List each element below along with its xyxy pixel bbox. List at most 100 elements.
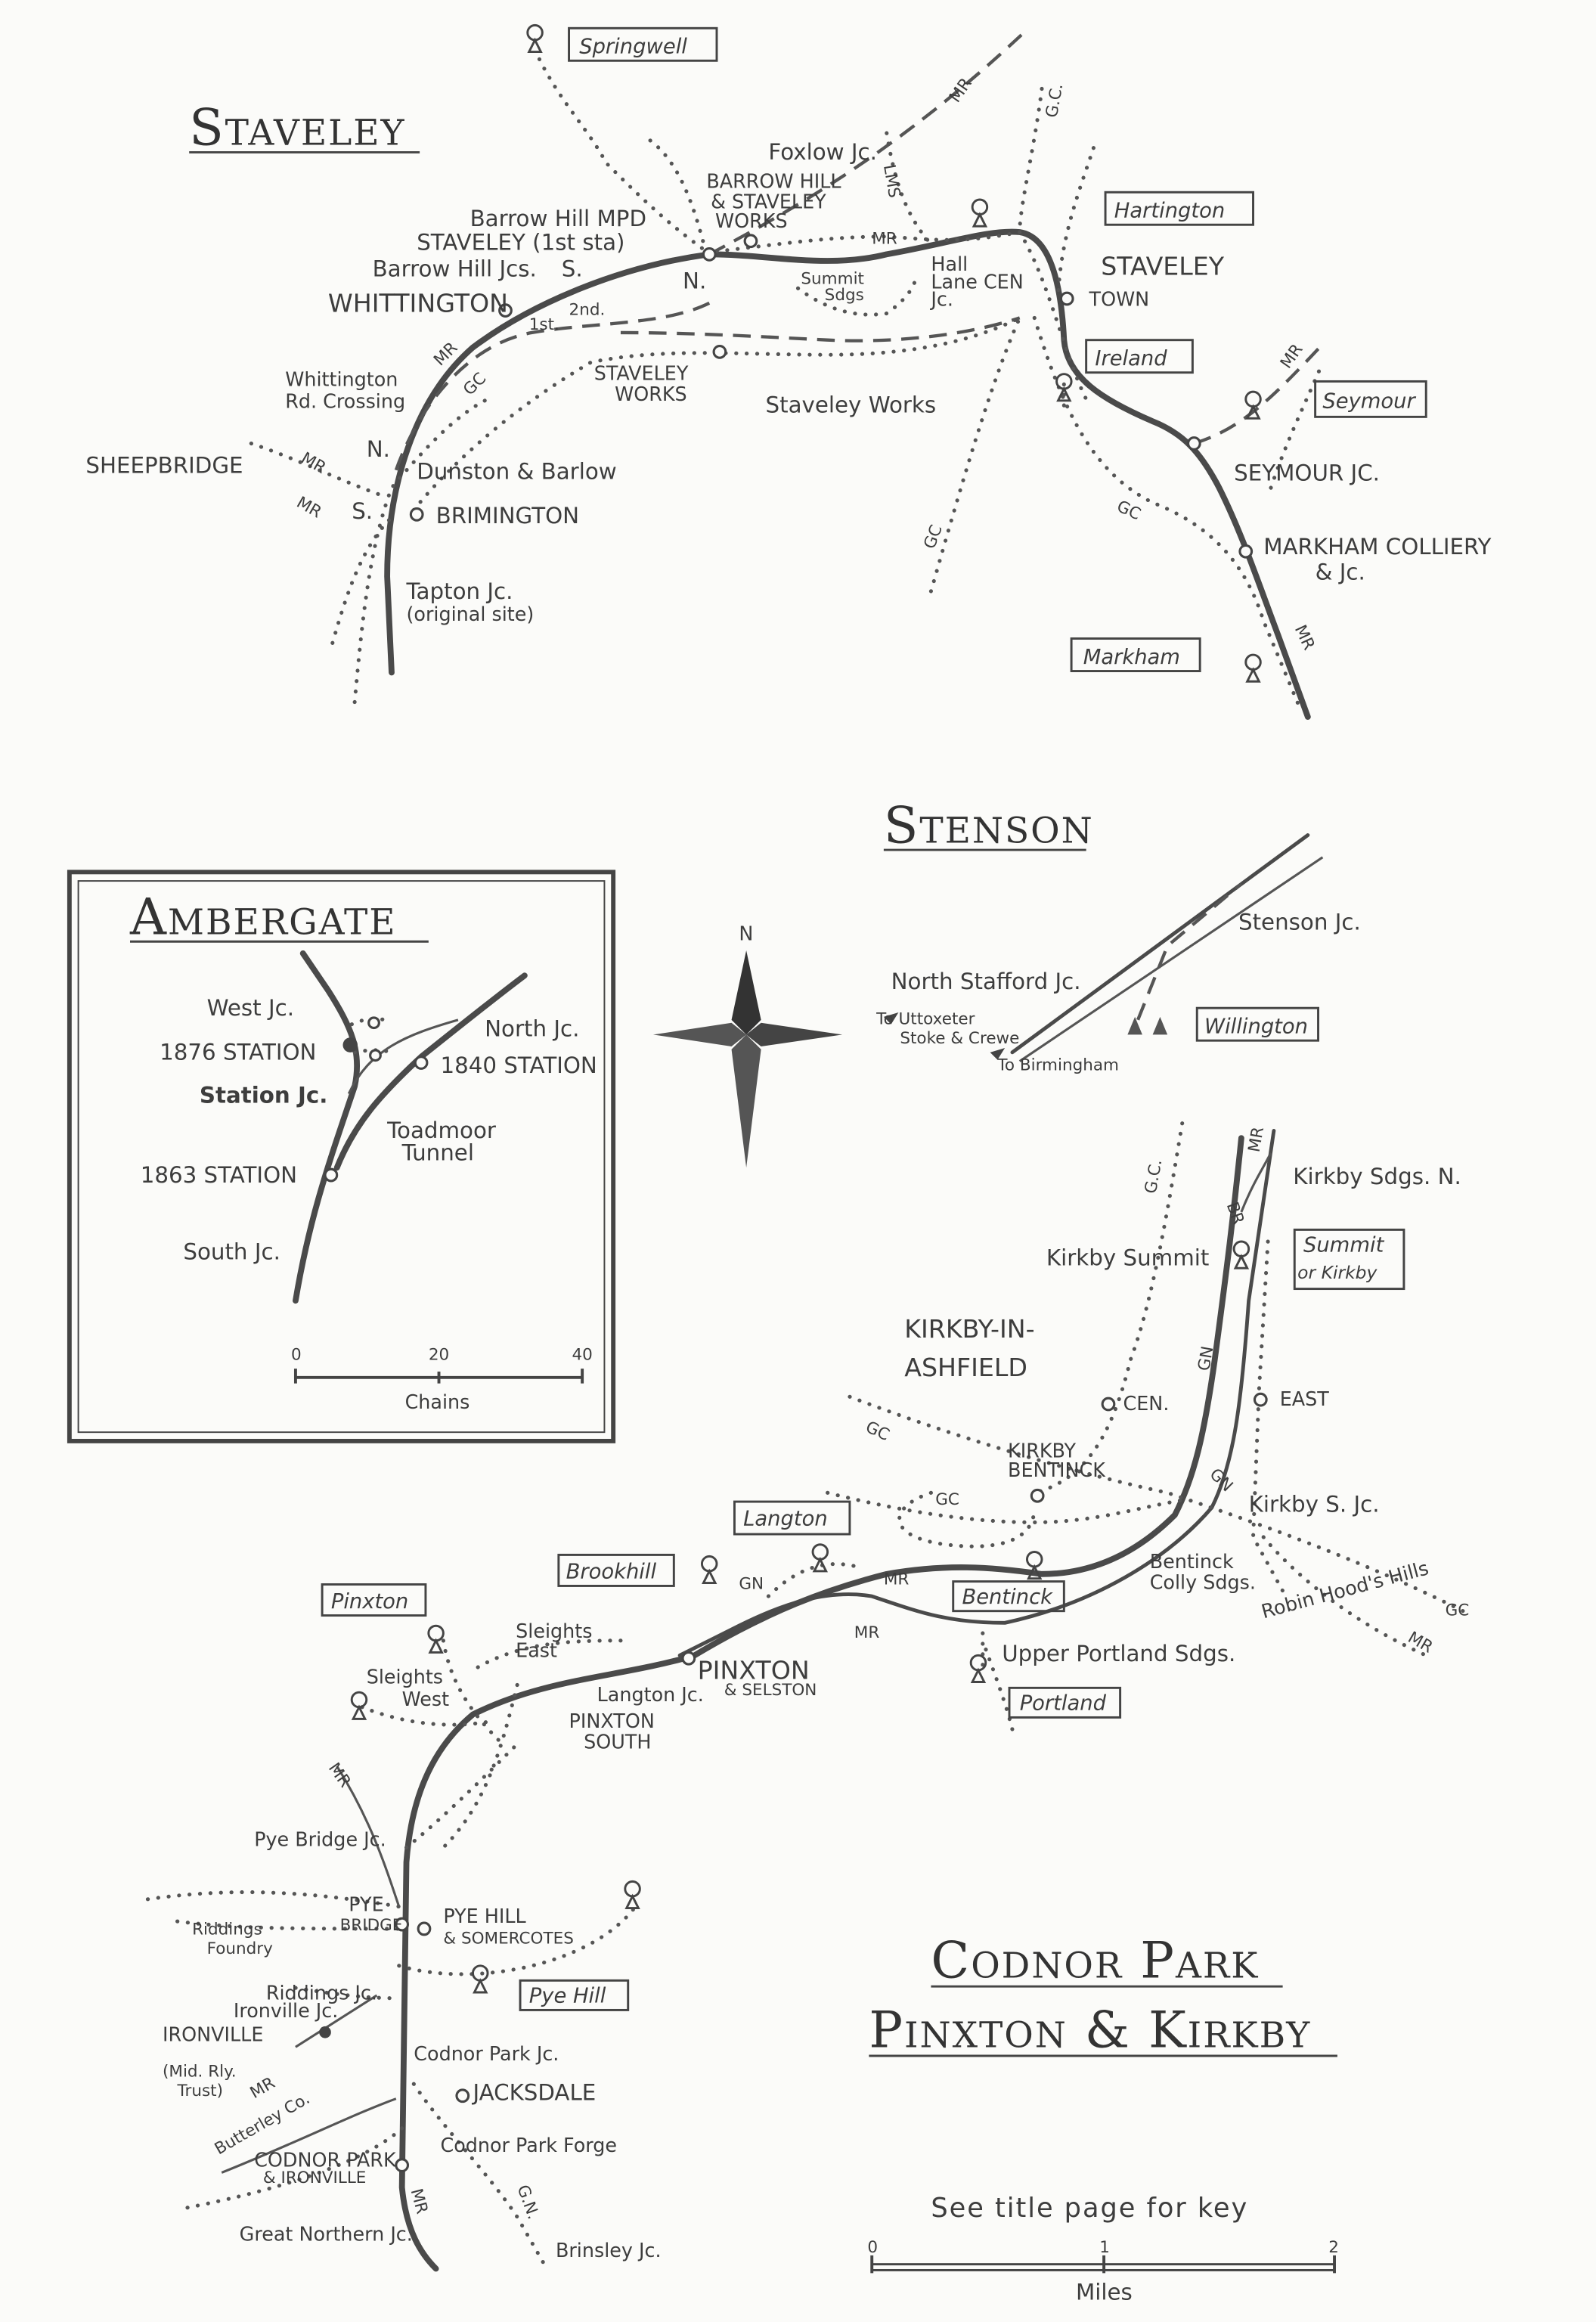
label: & IRONVILLE <box>263 2169 366 2187</box>
label: Upper Portland Sdgs. <box>1002 1641 1235 1666</box>
label: & SELSTON <box>724 1681 817 1700</box>
dotted-lines <box>249 57 1322 711</box>
label: GC <box>1446 1601 1470 1620</box>
label: ASHFIELD <box>904 1353 1027 1382</box>
colliery-box <box>1070 637 1201 673</box>
colliery-label: Bentinck <box>962 1586 1053 1609</box>
miles-scale-bar: 0 1 2 Miles <box>867 2238 1339 2305</box>
mr-line <box>221 1152 1272 2174</box>
inset-frame <box>67 870 616 1443</box>
main-line <box>293 950 361 1304</box>
label: SOUTH <box>584 1730 651 1753</box>
colliery-label: or Kirkby <box>1297 1262 1378 1283</box>
label: West <box>402 1688 449 1710</box>
label: MR <box>293 493 325 522</box>
stenson-map: Stenson Willington Stenson Jc. North Sta… <box>875 795 1361 1074</box>
label: Sleights <box>516 1620 592 1642</box>
main-line <box>1010 833 1310 1055</box>
label: MR <box>1291 622 1319 653</box>
label: & SOMERCOTES <box>443 1929 573 1948</box>
colliery-label: Pinxton <box>331 1590 408 1614</box>
compass-north: N <box>739 922 753 944</box>
label: Barrow Hill MPD <box>470 206 646 231</box>
label: Robin Hood's Hills <box>1259 1556 1431 1623</box>
label: LMS <box>879 163 903 200</box>
staveley-map: Staveley Springwell Hartington Ireland <box>85 23 1492 721</box>
scale-tick: 1 <box>1099 2238 1110 2257</box>
colliery-box <box>1104 191 1254 226</box>
arrow-icon <box>883 1012 1006 1060</box>
station-marker <box>702 246 717 262</box>
line <box>1136 882 1243 1021</box>
label: Kirkby S. Jc. <box>1249 1492 1380 1518</box>
label: WORKS <box>615 383 687 405</box>
label: GN <box>739 1574 764 1593</box>
station-marker <box>1059 291 1074 306</box>
colliery-box <box>1293 1228 1405 1291</box>
station-marker <box>498 303 513 318</box>
colliery-box <box>1314 380 1427 418</box>
label: Langton Jc. <box>597 1683 704 1706</box>
label: STAVELEY <box>1101 252 1225 281</box>
label: Sdgs <box>825 286 864 305</box>
label: STAVELEY <box>594 361 689 384</box>
main-line <box>384 228 1311 721</box>
label: Stenson Jc. <box>1238 910 1361 935</box>
label: West Jc. <box>207 995 294 1021</box>
label: MR <box>247 2073 279 2102</box>
label: CEN. <box>1123 1392 1170 1415</box>
scale-tick: 20 <box>429 1345 449 1364</box>
colliery-label: Markham <box>1083 646 1180 669</box>
label: GC <box>863 1418 892 1445</box>
label: Codnor Park Forge <box>440 2134 617 2156</box>
label: Brinsley Jc. <box>556 2239 662 2262</box>
dotted-lines <box>145 1121 1465 2271</box>
station-marker <box>1030 1488 1045 1503</box>
label: N. <box>683 268 706 293</box>
key-note: See title page for key <box>931 2193 1248 2224</box>
label: Bentinck <box>1150 1550 1234 1573</box>
label: MR <box>1245 1125 1268 1153</box>
label: GC <box>460 369 490 399</box>
station-marker <box>324 1167 339 1183</box>
label: South Jc. <box>183 1239 280 1264</box>
codnor-title-line2: Pinxton & Kirkby <box>869 2000 1311 2059</box>
scale-tick: 2 <box>1328 2238 1339 2257</box>
label: MR <box>1277 340 1307 372</box>
label: PINXTON <box>698 1656 810 1685</box>
label: GC <box>920 522 946 551</box>
label: Riddings Jc. <box>266 1982 377 2004</box>
label: CODNOR PARK <box>254 2149 397 2172</box>
label: TOWN <box>1089 288 1150 311</box>
station-marker <box>342 1037 358 1052</box>
label: Kirkby Sdgs. N. <box>1293 1164 1461 1189</box>
label: KIRKBY-IN- <box>904 1314 1034 1344</box>
label: G.C. <box>1043 82 1067 119</box>
label: MR <box>298 449 330 478</box>
label: WHITTINGTON <box>328 289 508 318</box>
colliery-icon <box>350 1240 1250 1994</box>
label: MARKHAM COLLIERY <box>1263 534 1491 560</box>
label: Jc. <box>929 288 953 311</box>
line <box>1018 856 1324 1062</box>
label: Ironville Jc. <box>234 1999 338 2022</box>
label: Foundry <box>207 1939 273 1958</box>
colliery-icon <box>526 23 1262 683</box>
station-marker <box>743 234 758 249</box>
colliery-box <box>1008 1686 1122 1719</box>
label: PYE <box>349 1893 383 1915</box>
compass-rose-icon: N <box>652 922 843 1168</box>
label: GN <box>1195 1344 1217 1372</box>
station-marker <box>681 1651 696 1666</box>
colliery-label: Portland <box>1020 1692 1107 1716</box>
label: Codnor Park Jc. <box>414 2042 559 2065</box>
label: Tunnel <box>401 1140 474 1166</box>
label: Pye Bridge Jc. <box>254 1828 386 1850</box>
label: JACKSDALE <box>471 2080 596 2106</box>
label: To Birmingham <box>996 1056 1119 1074</box>
label: Whittington <box>285 367 398 390</box>
colliery-label: Springwell <box>579 36 687 59</box>
staveley-title: Staveley <box>189 98 405 157</box>
label: IRONVILLE <box>163 2023 263 2045</box>
